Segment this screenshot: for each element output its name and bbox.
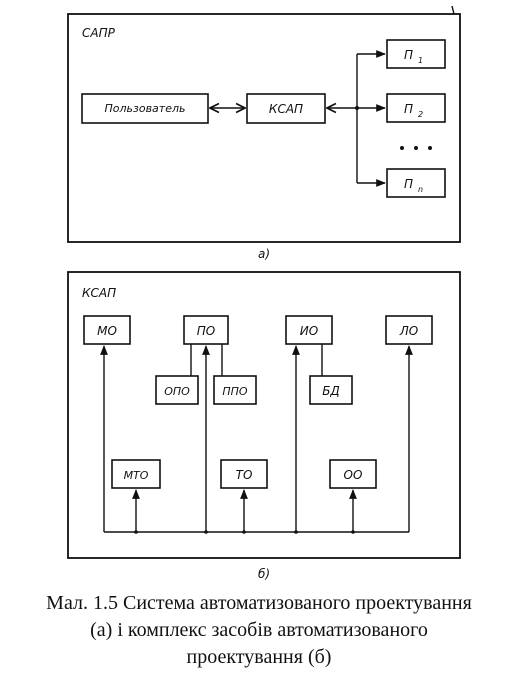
po1-box — [183, 315, 229, 345]
bus-dot-oo — [351, 530, 355, 534]
diagram-a: САПР Пользователь КСАП П 1 П 2 П — [67, 5, 461, 261]
mo-box — [83, 315, 131, 345]
caption-line-1: Мал. 1.5 Система автоматизованого проект… — [46, 592, 472, 614]
lo-label: ЛО — [399, 324, 418, 338]
bd-box — [309, 375, 353, 405]
ksap-label: КСАП — [269, 102, 303, 116]
lo-box — [385, 315, 433, 345]
bus-dot-mto — [134, 530, 138, 534]
p2-box — [386, 93, 446, 123]
po1-label: ПО — [197, 324, 215, 338]
caption-line-2: (а) і комплекс засобів автоматизованого — [90, 619, 428, 641]
mto-box — [111, 459, 161, 489]
ellipsis-dot-2 — [414, 146, 418, 150]
bus-dot-io — [294, 530, 298, 534]
bus-dot-to — [242, 530, 246, 534]
pn-letter: П — [404, 177, 413, 191]
ksap-frame — [67, 271, 461, 559]
ellipsis-dot-1 — [400, 146, 404, 150]
p1-letter: П — [404, 48, 413, 62]
ksap-box — [246, 93, 326, 124]
p1-subscript: 1 — [418, 56, 423, 65]
user-label: Пользователь — [104, 102, 185, 115]
p2-subscript: 2 — [418, 110, 423, 119]
sapr-frame — [67, 13, 461, 243]
pn-subscript: n — [418, 185, 423, 194]
mto-label: МТО — [124, 469, 149, 482]
figure-caption: Мал. 1.5 Система автоматизованого проект… — [46, 592, 472, 668]
io-box — [285, 315, 333, 345]
ksap-frame-title: КСАП — [82, 286, 116, 300]
frame-tick-mark — [451, 5, 455, 15]
ellipsis-dot-3 — [428, 146, 432, 150]
p1-box — [386, 39, 446, 69]
ppo-box — [213, 375, 257, 405]
sapr-frame-title: САПР — [82, 26, 116, 40]
diagram-a-label: а) — [258, 247, 270, 261]
pn-box — [386, 168, 446, 198]
diagram-b: КСАП МО ПО ИО ЛО ОПО ППО БД МТО ТО ОО — [67, 271, 461, 581]
bus-dot-po — [204, 530, 208, 534]
bd-label: БД — [322, 384, 340, 398]
to-label: ТО — [236, 468, 253, 482]
io-label: ИО — [300, 324, 318, 338]
oo-box — [329, 459, 377, 489]
opo-box — [155, 375, 199, 405]
ppo-label: ППО — [222, 385, 248, 398]
to-box — [220, 459, 268, 489]
diagram-b-label: б) — [258, 567, 270, 581]
user-box — [81, 93, 209, 124]
oo-label: ОО — [344, 468, 363, 482]
p2-letter: П — [404, 102, 413, 116]
caption-line-3: проектування (б) — [187, 646, 332, 668]
mo-label: МО — [97, 324, 117, 338]
opo-label: ОПО — [164, 385, 190, 398]
